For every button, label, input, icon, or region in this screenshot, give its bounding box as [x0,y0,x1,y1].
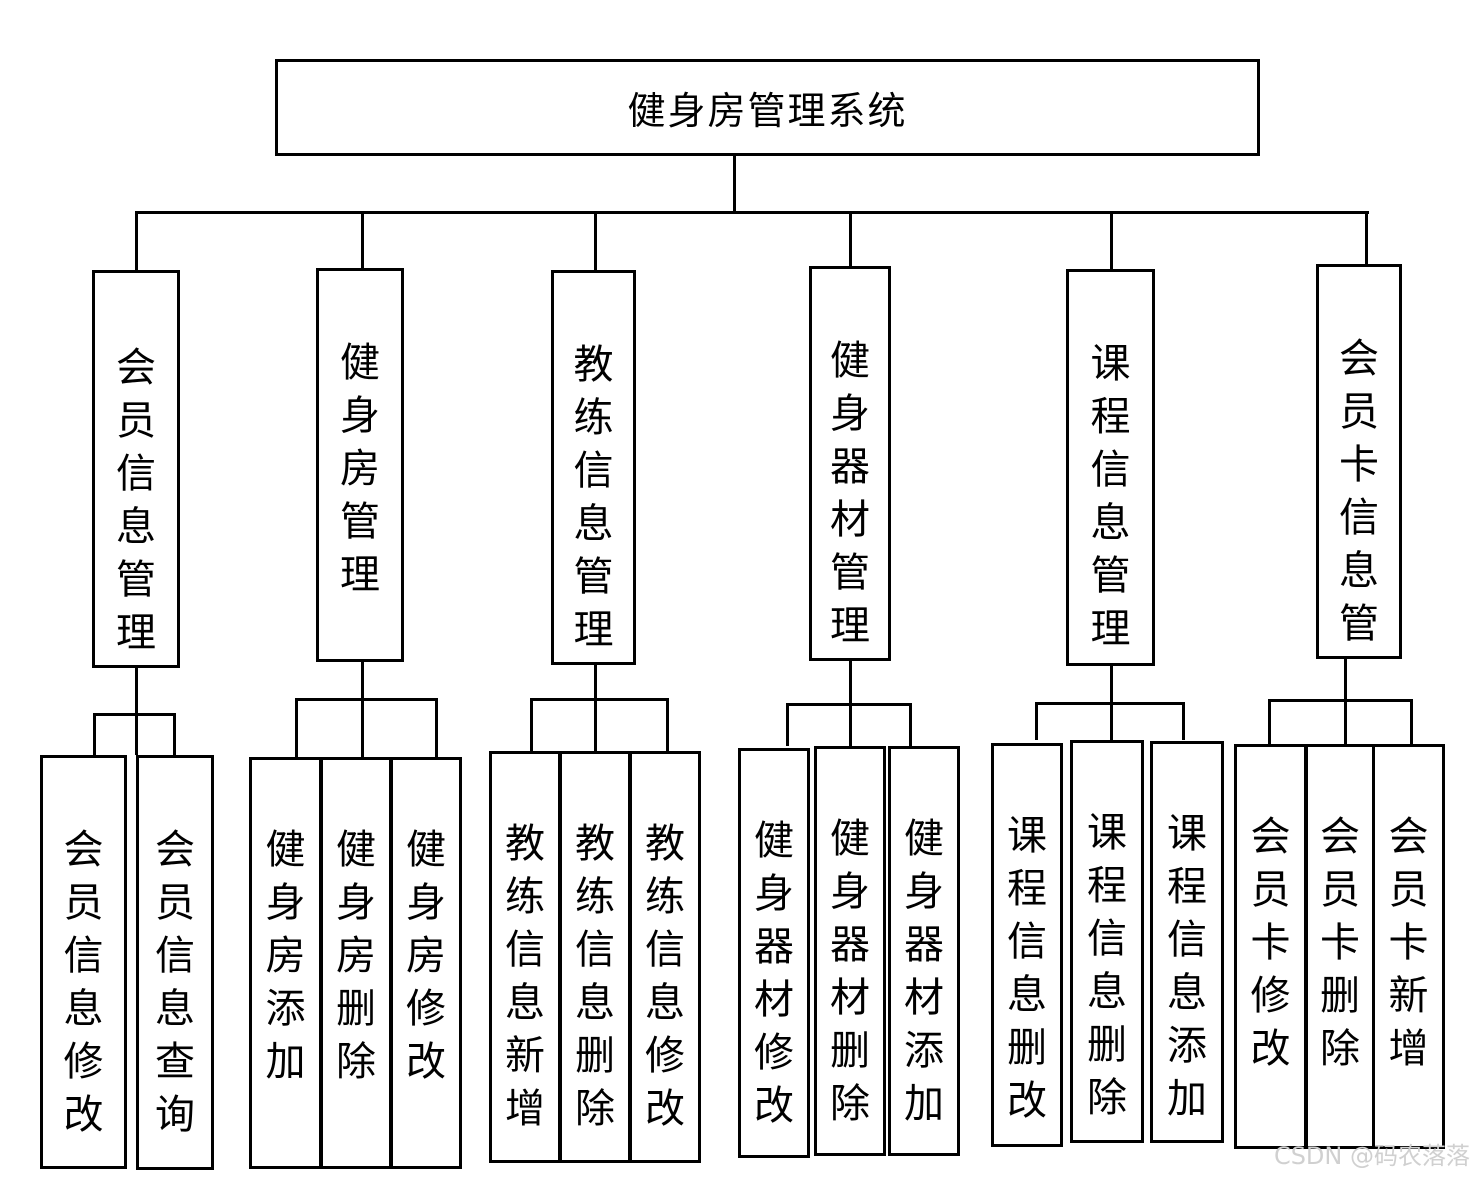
function-node-label: 教练信息新增 [505,821,545,1132]
module-node: 会员卡信息管 [1316,264,1402,659]
function-node: 健身器材修改 [738,748,810,1158]
child-bus-line [786,703,912,706]
child-connector [435,698,438,757]
function-node: 会员卡新增 [1372,744,1445,1149]
module-stem [594,663,597,751]
function-node: 课程信息删除 [1070,740,1144,1143]
function-node: 教练信息删除 [559,751,631,1163]
top-bus-line [137,211,1369,214]
function-node-label: 会员信息修改 [63,827,104,1138]
module-connector [1365,211,1368,264]
module-node: 教练信息管理 [551,270,636,665]
module-stem [135,666,138,755]
function-node: 教练信息修改 [629,751,701,1163]
child-connector [173,713,176,755]
module-node: 健身房管理 [316,268,404,662]
function-node-label: 健身房删除 [336,827,376,1085]
child-connector [530,698,533,751]
watermark: CSDN @码农落落 [1273,1142,1470,1170]
child-bus-line [295,698,438,701]
root-node: 健身房管理系统 [275,59,1260,156]
function-node-label: 教练信息修改 [645,821,685,1132]
function-node-label: 会员卡修改 [1250,814,1291,1072]
function-node: 课程信息删改 [991,743,1063,1147]
child-connector [1035,702,1038,740]
child-connector [1410,699,1413,744]
module-node-label: 健身器材管理 [830,338,870,649]
child-connector [666,698,669,751]
child-connector [93,713,96,755]
function-node-label: 健身房添加 [265,827,306,1085]
root-connector [733,155,736,213]
function-node-label: 课程信息添加 [1167,811,1207,1122]
module-stem [849,659,852,746]
function-node: 会员信息查询 [136,755,214,1170]
module-node: 课程信息管理 [1066,269,1155,666]
function-node-label: 课程信息删改 [1007,813,1047,1124]
module-node-label: 课程信息管理 [1090,341,1131,652]
root-title: 健身房管理系统 [627,89,908,133]
function-node: 健身房修改 [390,757,462,1169]
module-node: 会员信息管理 [92,270,180,668]
function-node: 会员卡删除 [1305,744,1375,1149]
function-node: 会员卡修改 [1234,744,1307,1149]
function-node: 健身器材删除 [814,746,886,1156]
function-node: 教练信息新增 [489,751,561,1163]
function-node-label: 会员卡新增 [1388,814,1429,1072]
child-bus-line [1035,702,1185,705]
function-node: 会员信息修改 [40,755,127,1169]
function-node-label: 健身器材删除 [830,816,870,1127]
module-stem [361,660,364,757]
function-node: 健身器材添加 [888,746,960,1156]
module-node-label: 会员信息管理 [116,345,156,656]
module-connector [135,211,138,270]
child-connector [1182,702,1185,740]
child-bus-line [93,713,176,716]
child-connector [909,703,912,746]
function-node-label: 会员信息查询 [155,827,195,1138]
function-node-label: 会员卡删除 [1320,814,1360,1072]
module-node-label: 教练信息管理 [573,342,614,653]
function-node-label: 健身器材修改 [754,818,794,1129]
function-node-label: 健身器材添加 [904,816,944,1127]
child-connector [786,703,789,746]
module-connector [361,211,364,268]
child-bus-line [530,698,669,701]
function-node-label: 健身房修改 [406,827,446,1085]
child-connector [1268,699,1271,744]
function-node-label: 课程信息删除 [1087,810,1127,1121]
module-node-label: 健身房管理 [340,340,380,598]
function-node: 健身房添加 [249,757,322,1169]
child-connector [295,698,298,757]
function-node-label: 教练信息删除 [575,821,615,1132]
child-bus-line [1268,699,1413,702]
module-connector [849,211,852,266]
module-node-label: 会员卡信息管 [1339,336,1379,647]
module-connector [594,211,597,270]
function-node: 健身房删除 [320,757,392,1169]
module-node: 健身器材管理 [809,266,891,661]
module-connector [1110,211,1113,269]
function-node: 课程信息添加 [1150,741,1224,1143]
